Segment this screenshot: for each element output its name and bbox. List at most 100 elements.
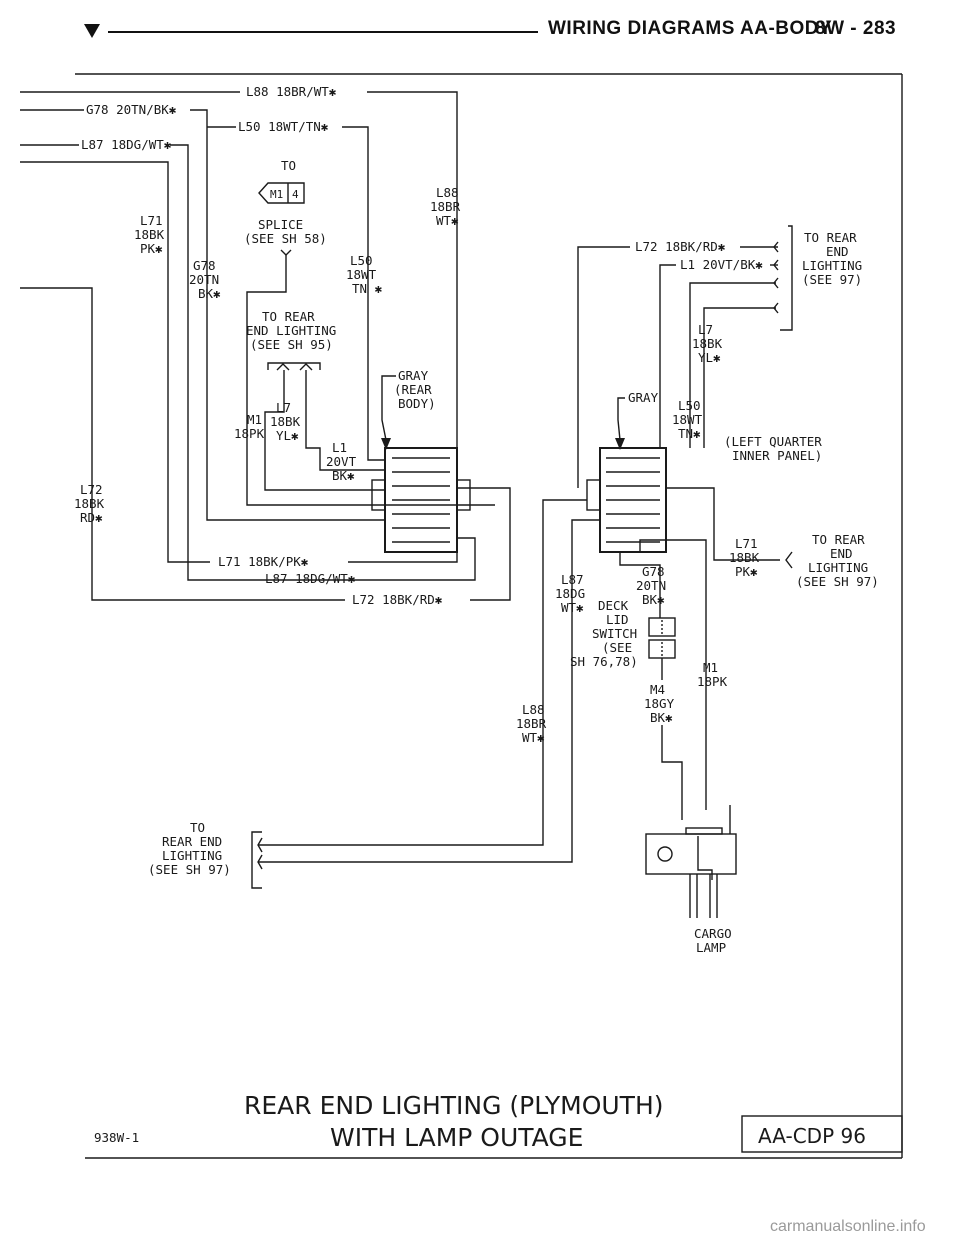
wire-label-l72-bottom: L72 18BK/RD✱ bbox=[352, 592, 443, 607]
right-gray: GRAY bbox=[628, 390, 659, 405]
rm-g78-2: 20TN bbox=[636, 578, 666, 593]
rm-to-rear-2: END bbox=[830, 546, 853, 561]
ll-to: TO bbox=[190, 820, 205, 835]
splice-num: 4 bbox=[292, 188, 299, 201]
wire-l87-right bbox=[258, 519, 600, 863]
to-rear-mid-2: END LIGHTING bbox=[246, 323, 336, 338]
l1-mid-1: L1 bbox=[332, 440, 347, 455]
deck-3: SWITCH bbox=[592, 626, 637, 641]
drawing-code: 938W-1 bbox=[94, 1130, 139, 1145]
left-quarter-1: (LEFT QUARTER bbox=[724, 434, 822, 449]
deck-4: (SEE bbox=[602, 640, 632, 655]
ll-rear-end: REAR END bbox=[162, 834, 222, 849]
rm-g78-3: BK✱ bbox=[642, 592, 665, 607]
wire-l1-right: L1 20VT/BK✱ bbox=[659, 257, 778, 448]
right-l72: L72 18BK/RD✱ bbox=[635, 239, 726, 254]
splice-m1: TO M1 4 SPLICE (SEE SH 58) bbox=[244, 158, 457, 506]
v-l72-1: L72 bbox=[80, 482, 103, 497]
l7-mid-3: YL✱ bbox=[276, 428, 299, 443]
cargo-1: CARGO bbox=[694, 926, 732, 941]
wire-g78-top: G78 20TN/BK✱ bbox=[20, 102, 385, 521]
wire-label-g78: G78 20TN/BK✱ bbox=[86, 102, 177, 117]
right-l7-3: YL✱ bbox=[698, 350, 721, 365]
splice-label: SPLICE bbox=[258, 217, 303, 232]
connector-left-quarter: GRAY bbox=[586, 390, 667, 553]
rm-l71-3: PK✱ bbox=[735, 564, 758, 579]
to-rear-mid-3: (SEE SH 95) bbox=[250, 337, 333, 352]
right-to-rear-4: (SEE 97) bbox=[802, 272, 862, 287]
page-frame bbox=[75, 73, 903, 1159]
title-block: REAR END LIGHTING (PLYMOUTH) WITH LAMP O… bbox=[94, 1091, 903, 1153]
m1-mid-2: 18PK bbox=[234, 426, 265, 441]
splice-to: TO bbox=[281, 158, 296, 173]
rm-m4-1: M4 bbox=[650, 682, 665, 697]
right-l50-3: TN✱ bbox=[678, 426, 701, 441]
deck-2: LID bbox=[606, 612, 629, 627]
watermark: carmanualsonline.info bbox=[770, 1218, 926, 1235]
right-to-rear-1: TO REAR bbox=[804, 230, 857, 245]
rm-l71-1: L71 bbox=[735, 536, 758, 551]
title-line1: REAR END LIGHTING (PLYMOUTH) bbox=[244, 1091, 664, 1120]
wire-l88-right bbox=[258, 499, 587, 846]
l7-mid-1: L7 bbox=[276, 400, 291, 415]
to-rear-sh95: TO REAR END LIGHTING (SEE SH 95) bbox=[246, 309, 385, 491]
to-rear-lower-left: TO REAR END LIGHTING (SEE SH 97) bbox=[148, 820, 263, 889]
cargo-lamp: CARGO LAMP bbox=[645, 805, 737, 955]
right-l7-1: L7 bbox=[698, 322, 713, 337]
rm-l87-1: L87 bbox=[561, 572, 584, 587]
deck-5: SH 76,78) bbox=[570, 654, 638, 669]
v-l72-3: RD✱ bbox=[80, 510, 103, 525]
v-l50-2: 18WT bbox=[346, 267, 377, 282]
rm-l88-1: L88 bbox=[522, 702, 545, 717]
v-l88-3: WT✱ bbox=[436, 213, 459, 228]
wire-l88-top: L88 18BR/WT✱ bbox=[20, 84, 495, 506]
rm-to-rear-1: TO REAR bbox=[812, 532, 865, 547]
rm-l87-3: WT✱ bbox=[561, 600, 584, 615]
splice-id: M1 bbox=[270, 188, 283, 201]
left-quarter-2: INNER PANEL) bbox=[732, 448, 822, 463]
rm-to-rear-3: LIGHTING bbox=[808, 560, 868, 575]
cargo-2: LAMP bbox=[696, 940, 726, 955]
deck-lid-switch: DECK LID SWITCH (SEE SH 76,78) bbox=[570, 598, 676, 680]
v-l88-1: L88 bbox=[436, 185, 459, 200]
l1-mid-3: BK✱ bbox=[332, 468, 355, 483]
v-g78-2: 20TN bbox=[189, 272, 219, 287]
wire-l71-left: L71 18BK PK✱ L71 18BK/PK✱ bbox=[20, 161, 458, 569]
ll-see: (SEE SH 97) bbox=[148, 862, 231, 877]
v-g78-1: G78 bbox=[193, 258, 216, 273]
to-rear-right-mid: L71 18BK PK✱ TO REAR END LIGHTING (SEE S… bbox=[666, 487, 879, 589]
wire-label-l87: L87 18DG/WT✱ bbox=[81, 137, 172, 152]
right-l50-1: L50 bbox=[678, 398, 701, 413]
rm-g78-1: G78 bbox=[642, 564, 665, 579]
wire-m4 bbox=[661, 725, 683, 820]
drawing-ref: AA-CDP 96 bbox=[758, 1124, 866, 1148]
gray-rear-1: GRAY bbox=[398, 368, 429, 383]
right-l50-2: 18WT bbox=[672, 412, 703, 427]
v-l50-1: L50 bbox=[350, 253, 373, 268]
m1-mid-1: M1 bbox=[247, 412, 262, 427]
rm-l88-2: 18BR bbox=[516, 716, 547, 731]
right-to-rear-2: END bbox=[826, 244, 849, 259]
to-rear-right-top: TO REAR END LIGHTING (SEE 97) bbox=[689, 225, 862, 448]
v-l50-3: TN ✱ bbox=[352, 281, 383, 296]
v-l71-3: PK✱ bbox=[140, 241, 163, 256]
wire-label-l88: L88 18BR/WT✱ bbox=[246, 84, 337, 99]
right-to-rear-3: LIGHTING bbox=[802, 258, 862, 273]
right-l7-2: 18BK bbox=[692, 336, 723, 351]
header-title: WIRING DIAGRAMS AA-BODY bbox=[548, 18, 833, 39]
rm-m1-2: 18PK bbox=[697, 674, 728, 689]
wire-l72-left: L72 18BK RD✱ L72 18BK/RD✱ bbox=[20, 287, 511, 607]
v-l72-2: 18BK bbox=[74, 496, 105, 511]
l1-mid-2: 20VT bbox=[326, 454, 357, 469]
to-rear-mid-1: TO REAR bbox=[262, 309, 315, 324]
header-page-number: 8W - 283 bbox=[815, 18, 897, 39]
v-l88-2: 18BR bbox=[430, 199, 461, 214]
rm-m4-3: BK✱ bbox=[650, 710, 673, 725]
gray-rear-2: (REAR bbox=[394, 382, 432, 397]
v-g78-3: BK✱ bbox=[198, 286, 221, 301]
wire-label-l50: L50 18WT/TN✱ bbox=[238, 119, 329, 134]
splice-ref: (SEE SH 58) bbox=[244, 231, 327, 246]
header-rule bbox=[108, 31, 538, 33]
